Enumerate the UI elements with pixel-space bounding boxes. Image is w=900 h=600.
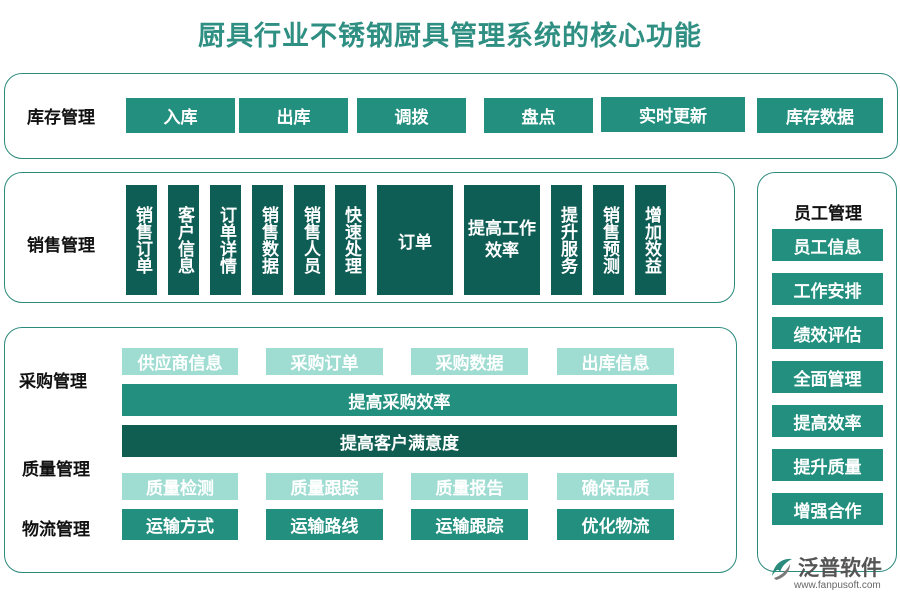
inventory-item-stocktake[interactable]: 盘点 [484,98,593,133]
logistics-item-route[interactable]: 运输路线 [266,509,383,540]
brand-logo: 泛普软件 www.fanpusoft.com [768,552,892,596]
sales-item-orders[interactable]: 销售订单 [126,185,157,295]
purchase-item-outbound[interactable]: 出库信息 [557,348,674,375]
purchase-label: 采购管理 [19,372,87,392]
customer-satisfaction-bar[interactable]: 提高客户满意度 [122,425,677,457]
sales-item-profit[interactable]: 增加效益 [635,185,666,295]
sales-item-service[interactable]: 提升服务 [551,185,582,295]
employee-item-quality[interactable]: 提升质量 [772,449,883,481]
employee-item-management[interactable]: 全面管理 [772,361,883,393]
logo-name: 泛普软件 [798,556,882,580]
sales-panel [4,172,735,303]
logistics-item-tracking[interactable]: 运输跟踪 [411,509,528,540]
purchase-item-orders[interactable]: 采购订单 [266,348,383,375]
employee-item-info[interactable]: 员工信息 [772,229,883,261]
sales-item-staff[interactable]: 销售人员 [294,185,325,295]
logistics-item-optimize[interactable]: 优化物流 [557,509,674,540]
page-title: 厨具行业不锈钢厨具管理系统的核心功能 [198,21,702,52]
sales-item-efficiency[interactable]: 提高工作效率 [464,185,540,295]
employee-label: 员工管理 [794,204,862,224]
quality-item-assurance[interactable]: 确保品质 [557,473,674,500]
inventory-item-data[interactable]: 库存数据 [757,98,883,133]
logo-icon [772,558,792,580]
inventory-item-out[interactable]: 出库 [239,98,348,133]
quality-label: 质量管理 [22,460,90,480]
sales-item-data[interactable]: 销售数据 [252,185,283,295]
quality-item-report[interactable]: 质量报告 [411,473,528,500]
sales-item-order[interactable]: 订单 [377,185,453,295]
logo-url: www.fanpusoft.com [794,580,881,591]
employee-item-efficiency[interactable]: 提高效率 [772,405,883,437]
employee-item-performance[interactable]: 绩效评估 [772,317,883,349]
inventory-item-in[interactable]: 入库 [126,98,235,133]
sales-item-customers[interactable]: 客户信息 [168,185,199,295]
employee-item-cooperation[interactable]: 增强合作 [772,493,883,525]
logistics-item-mode[interactable]: 运输方式 [122,509,238,540]
inventory-item-transfer[interactable]: 调拨 [357,98,466,133]
quality-item-inspection[interactable]: 质量检测 [122,473,238,500]
purchase-item-supplier[interactable]: 供应商信息 [122,348,238,375]
inventory-item-realtime[interactable]: 实时更新 [601,97,745,132]
sales-item-efficiency-label: 提高工作效率 [468,219,536,261]
sales-item-order-details[interactable]: 订单详情 [210,185,241,295]
employee-item-schedule[interactable]: 工作安排 [772,273,883,305]
sales-item-fast[interactable]: 快速处理 [335,185,366,295]
purchase-item-data[interactable]: 采购数据 [411,348,528,375]
logistics-label: 物流管理 [22,520,90,540]
sales-label: 销售管理 [27,236,95,256]
quality-item-tracking[interactable]: 质量跟踪 [266,473,383,500]
purchase-efficiency-bar[interactable]: 提高采购效率 [122,384,677,416]
sales-item-forecast[interactable]: 销售预测 [593,185,624,295]
inventory-label: 库存管理 [27,108,95,128]
